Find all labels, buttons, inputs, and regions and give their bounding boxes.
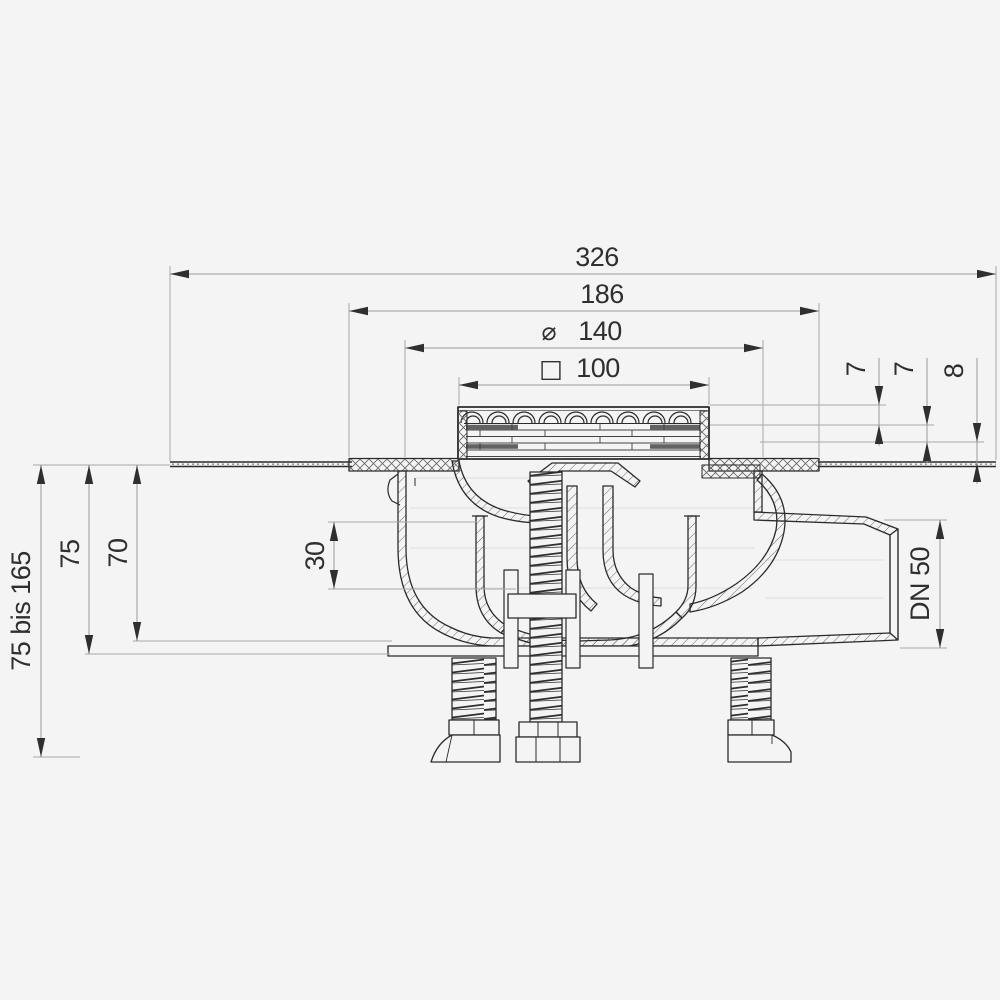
bowl-rim-lip	[387, 473, 401, 506]
dim-label-grate-thickness: 7	[841, 362, 871, 377]
bracket-arm-outer	[638, 573, 654, 669]
dimension-arrows	[36, 269, 996, 757]
spindle-collar	[507, 593, 577, 619]
dim-label-flange-width: 186	[580, 279, 624, 309]
outlet-end	[889, 529, 899, 640]
outlet-bottom-wall	[757, 632, 899, 647]
dim-label-grate-size: 100	[576, 353, 620, 383]
square-symbol: □	[539, 354, 563, 383]
floor-membrane-right	[818, 461, 996, 468]
grate-dark-slats	[466, 424, 700, 449]
diameter-symbol: ⌀	[541, 317, 556, 346]
drain-body	[387, 460, 786, 650]
outlet-pipe	[753, 511, 899, 647]
funnel-left	[451, 460, 537, 524]
bracket-arm-right	[565, 569, 581, 669]
dim-label-inner-height: 70	[103, 538, 133, 567]
dim-label-outlet-size: DN 50	[905, 547, 935, 621]
floor-membrane-left	[170, 461, 352, 468]
dim-label-frame-height: 7	[889, 362, 919, 377]
dim-label-overall-width: 326	[575, 242, 619, 272]
foot-middle	[515, 721, 581, 763]
dim-label-seal-depth: 30	[300, 541, 330, 570]
foot-right	[727, 657, 792, 763]
bracket-arm-left	[503, 569, 519, 669]
grate-rail-right	[699, 410, 710, 460]
grate-arches	[460, 411, 692, 424]
dim-label-flange-thickness: 8	[939, 364, 969, 379]
dimension-lines	[40, 273, 996, 757]
grate	[457, 406, 710, 460]
dim-label-body-height: 75	[55, 539, 85, 568]
foot-left	[430, 657, 501, 763]
funnel-right	[689, 473, 786, 613]
extension-lines	[33, 266, 997, 758]
dim-label-collar-diameter: 140	[578, 316, 622, 346]
dimensions: 326 186 ⌀ 140 □ 100 7 7 8 30 75 70 75 bi…	[6, 242, 997, 758]
grate-rail-left	[457, 410, 468, 460]
adjustment-spindle	[503, 471, 654, 723]
dim-label-adjustment-range: 75 bis 165	[6, 551, 36, 671]
